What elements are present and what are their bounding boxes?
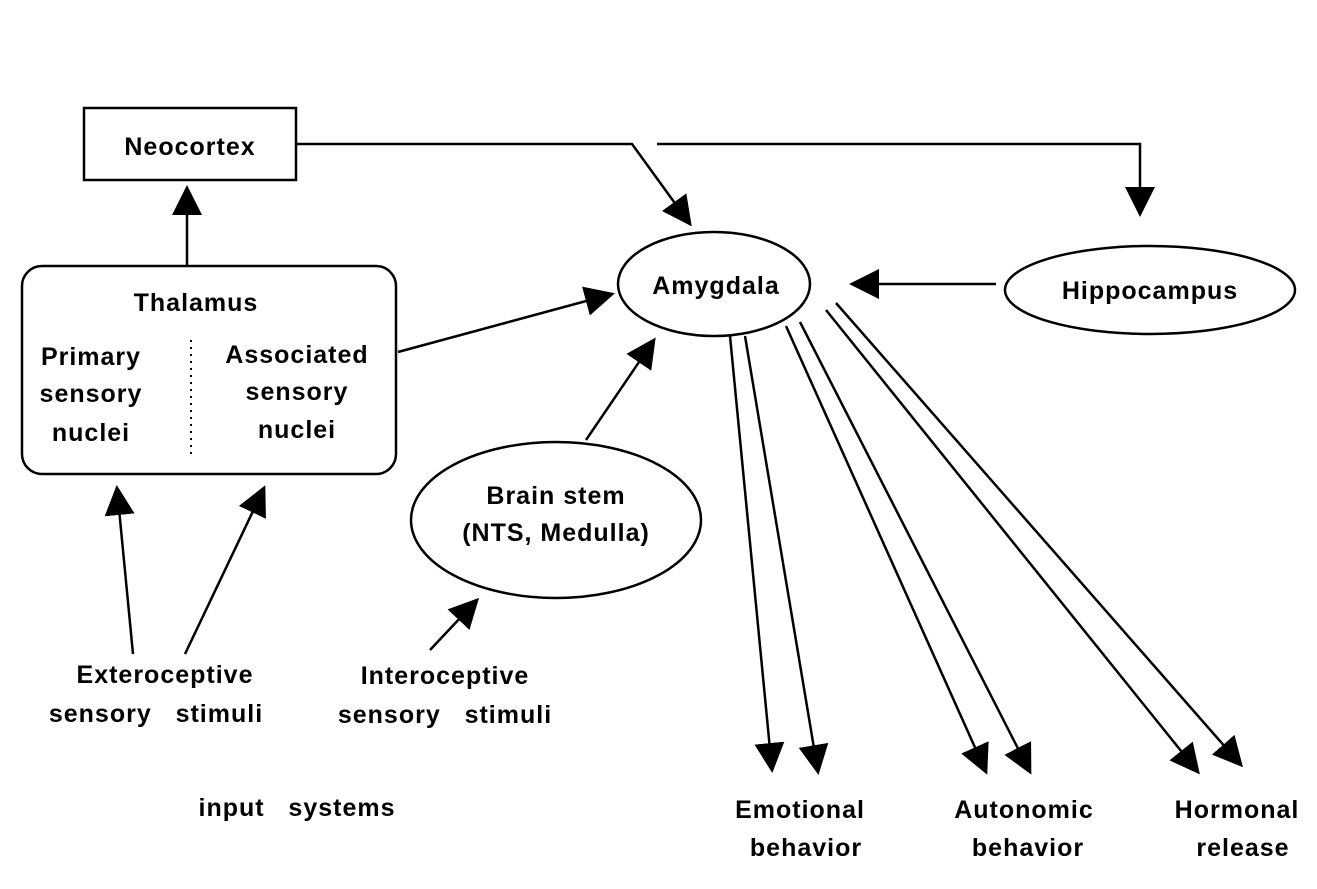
neocortex-label: Neocortex xyxy=(124,133,255,161)
amygdala-node: Amygdala xyxy=(616,230,812,338)
hippocampus-label: Hippocampus xyxy=(1062,277,1238,305)
edges xyxy=(104,142,1243,775)
amygdala-label: Amygdala xyxy=(652,272,780,300)
thalamus-associated-line-2: sensory xyxy=(246,378,349,406)
interoceptive-line-1: Interoceptive xyxy=(361,662,530,690)
edge-amygdala-to-hormonal-2 xyxy=(835,302,1243,768)
edge-exteroceptive-to-associated-nuclei xyxy=(183,485,266,655)
thalamus-node: Thalamus Primary sensory nuclei Associat… xyxy=(20,264,398,476)
edge-exteroceptive-to-primary-nuclei xyxy=(104,485,135,655)
thalamus-associated-line-3: nuclei xyxy=(258,416,336,444)
thalamus-associated-line-1: Associated xyxy=(225,341,368,369)
autonomic-line-2: behavior xyxy=(972,834,1084,862)
autonomic-output: Autonomic behavior xyxy=(954,796,1094,862)
thalamus-title: Thalamus xyxy=(134,289,259,317)
thalamus-primary-line-1: Primary xyxy=(41,343,141,371)
brainstem-line-1: Brain stem xyxy=(486,482,625,510)
emotional-line-1: Emotional xyxy=(735,796,865,824)
edge-amygdala-to-emotional-1 xyxy=(728,335,785,773)
edge-amygdala-to-hormonal-1 xyxy=(825,309,1200,775)
brainstem-line-2: (NTS, Medulla) xyxy=(462,519,650,547)
emotional-line-2: behavior xyxy=(750,834,862,862)
edge-neocortex-to-hippocampus xyxy=(657,142,1155,217)
edge-interoceptive-to-brainstem xyxy=(429,597,480,651)
edge-amygdala-to-autonomic-2 xyxy=(798,321,1032,775)
autonomic-line-1: Autonomic xyxy=(954,796,1094,824)
edge-brainstem-to-amygdala xyxy=(584,337,656,441)
hormonal-output: Hormonal release xyxy=(1175,796,1300,862)
neocortex-node: Neocortex xyxy=(82,106,298,182)
emotional-output: Emotional behavior xyxy=(735,796,865,862)
interoceptive-line-2: sensory stimuli xyxy=(338,701,552,729)
exteroceptive-line-1: Exteroceptive xyxy=(77,661,254,689)
hormonal-line-2: release xyxy=(1196,834,1289,862)
thalamus-primary-line-2: sensory xyxy=(40,380,143,408)
edge-amygdala-to-emotional-2 xyxy=(743,335,829,775)
exteroceptive-input: Exteroceptive sensory stimuli xyxy=(49,661,263,728)
hormonal-line-1: Hormonal xyxy=(1175,796,1300,824)
edge-thalamus-to-amygdala xyxy=(397,286,615,354)
input-systems-caption: input systems xyxy=(199,794,396,822)
thalamus-primary-line-3: nuclei xyxy=(52,419,130,447)
edge-neocortex-to-amygdala xyxy=(297,142,692,227)
exteroceptive-line-2: sensory stimuli xyxy=(49,700,263,728)
hippocampus-node: Hippocampus xyxy=(1003,244,1297,336)
interoceptive-input: Interoceptive sensory stimuli xyxy=(338,662,552,729)
brainstem-node: Brain stem (NTS, Medulla) xyxy=(409,440,703,600)
edge-amygdala-to-autonomic-1 xyxy=(784,325,989,775)
